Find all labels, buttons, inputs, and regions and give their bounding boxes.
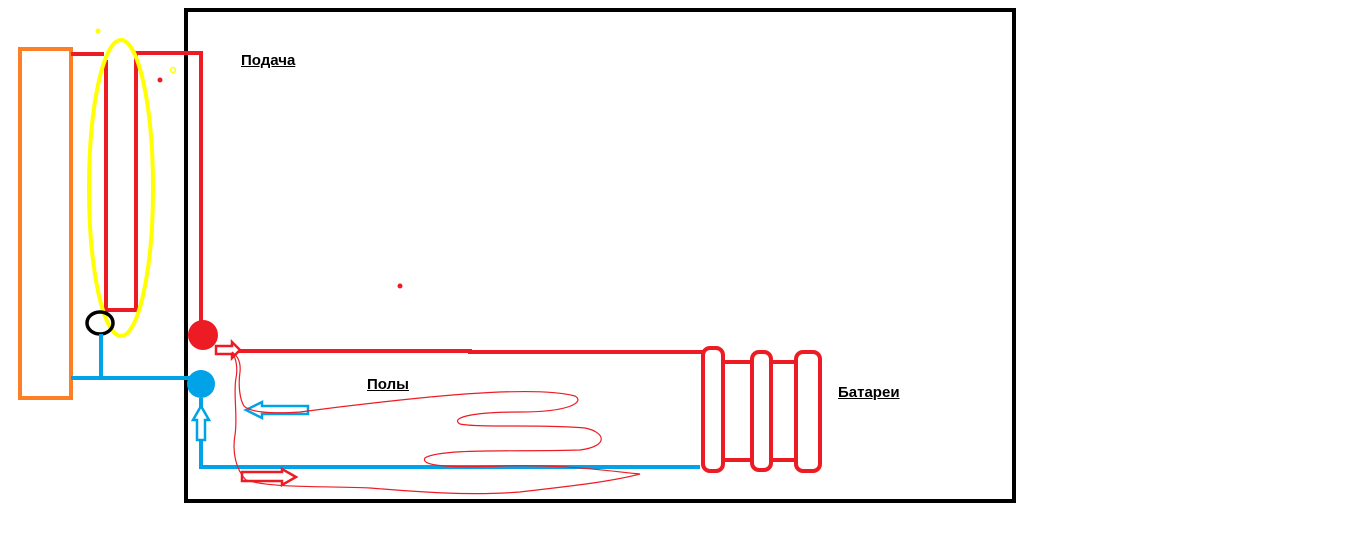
- return-pump: [187, 370, 215, 398]
- red-dot-small: [397, 283, 403, 289]
- floors-label: Полы: [367, 376, 409, 393]
- underfloor-heating-coil: [231, 351, 641, 495]
- yellow-dot: [95, 28, 101, 34]
- batteries-label: Батареи: [838, 384, 900, 401]
- supply-pump: [188, 320, 218, 350]
- highlight-ellipse: [87, 38, 155, 338]
- boiler-return-pipe: [71, 334, 190, 380]
- supply-line-to-batteries: [229, 349, 705, 354]
- blue-arrow-up: [190, 403, 212, 442]
- blue-arrow-left: [243, 399, 310, 421]
- red-arrow-right-bottom: [240, 466, 299, 488]
- yellow-ring: [169, 66, 177, 74]
- boiler: [18, 47, 73, 400]
- supply-riser: [71, 51, 203, 328]
- supply-label: Подача: [241, 52, 296, 69]
- red-dot: [157, 77, 163, 83]
- room-outline: [184, 8, 1016, 503]
- radiator: [701, 346, 822, 473]
